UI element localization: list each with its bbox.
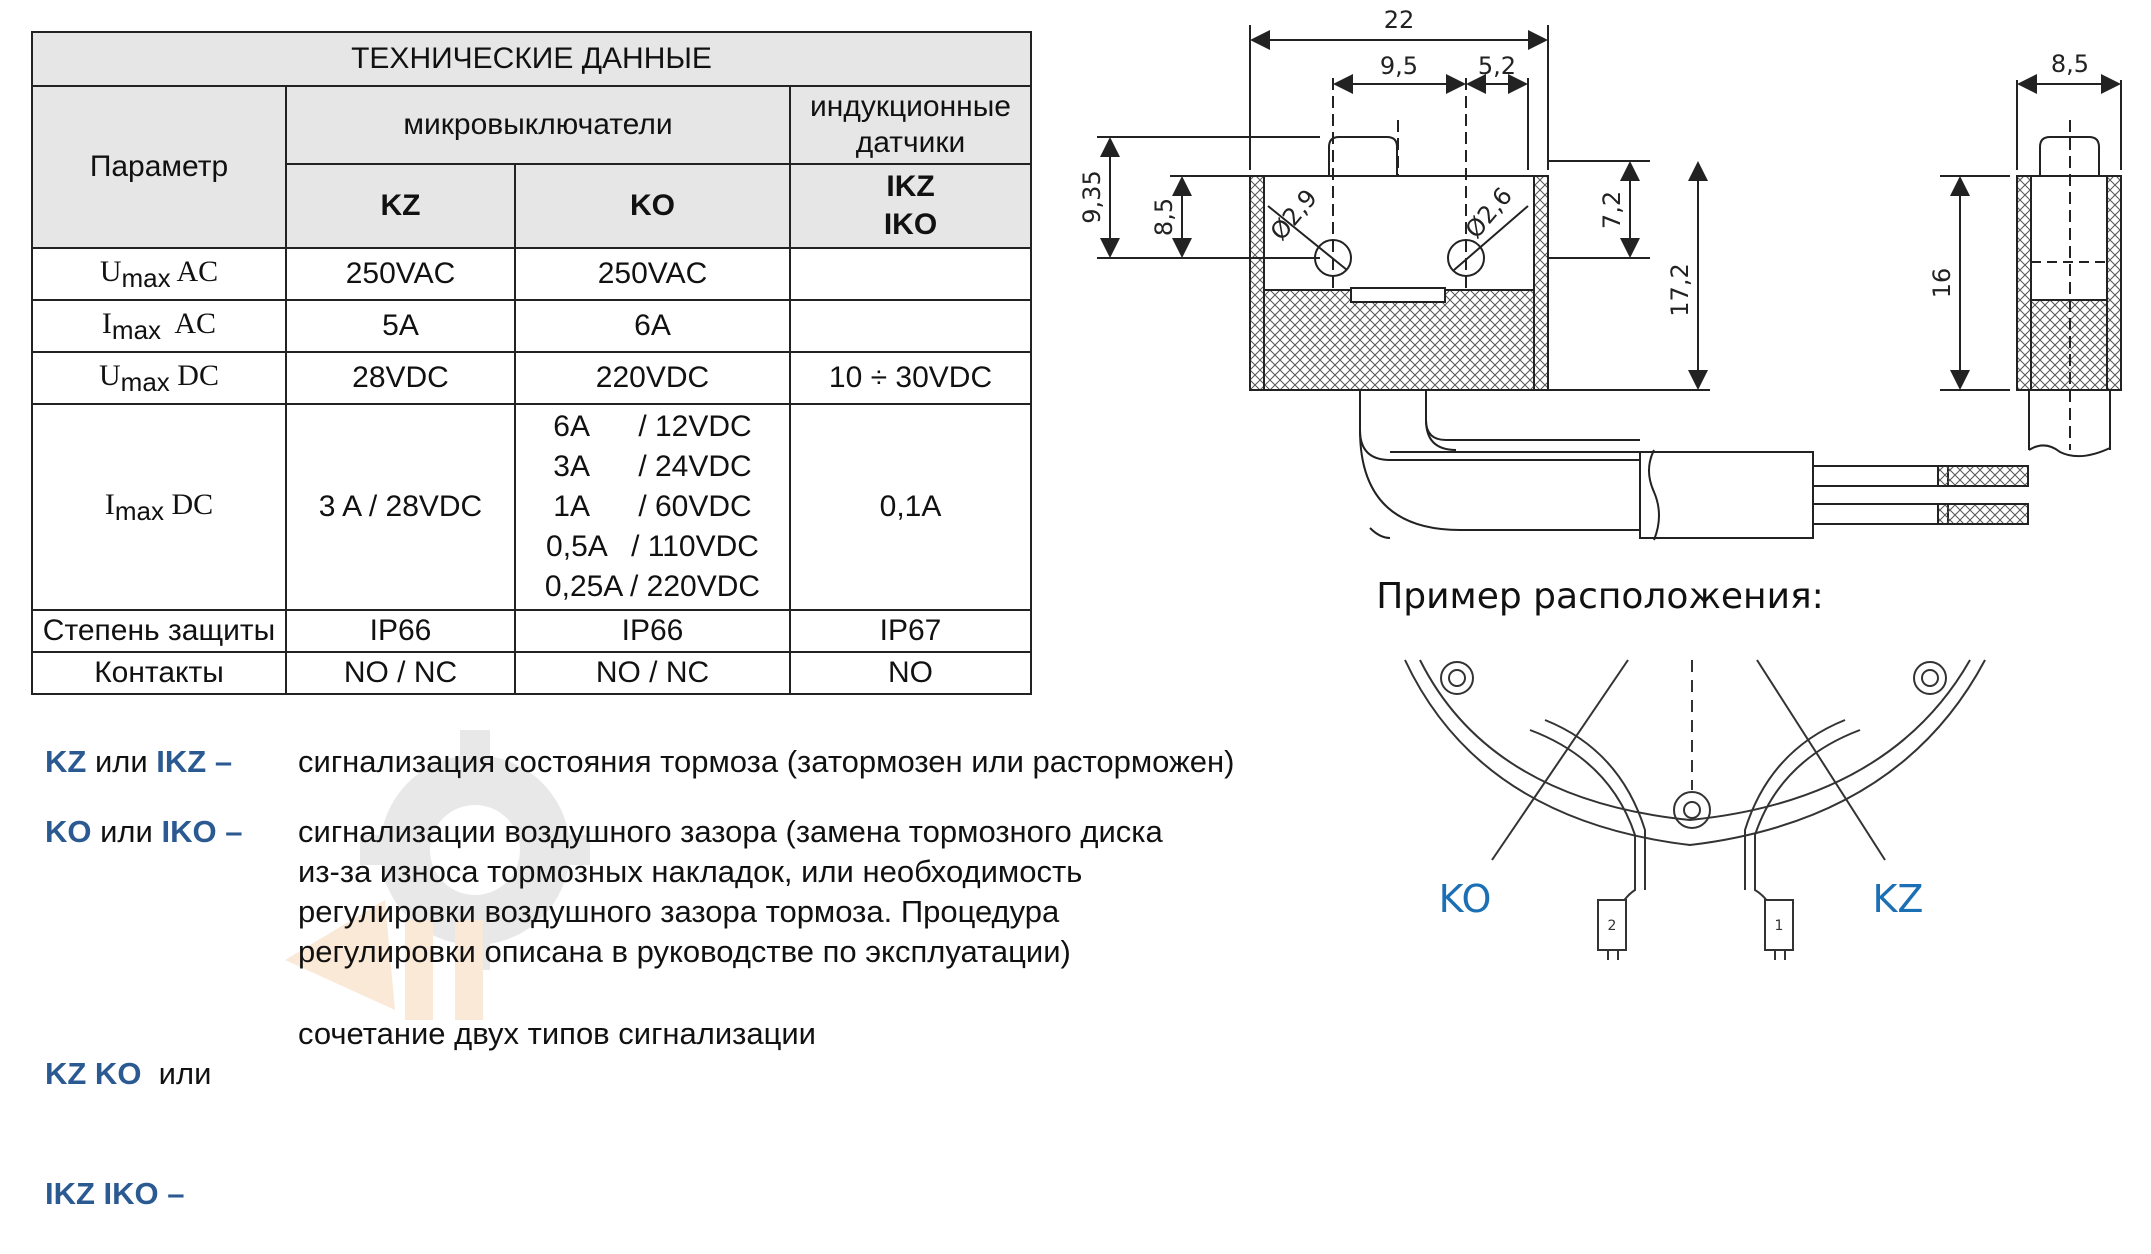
label-kz: KZ (1873, 877, 1924, 921)
dim-9-35: 9,35 (1078, 170, 1106, 223)
tech-data-table: ТЕХНИЧЕСКИЕ ДАННЫЕ Параметр микровыключа… (30, 31, 1033, 695)
col-ikz-iko-header: IKZ IKO (788, 163, 1033, 249)
dim-16: 16 (1928, 268, 1956, 299)
dim-side-8-5: 8,5 (2051, 50, 2089, 78)
legend-ko-keys: KO или IKO – (45, 814, 243, 849)
ko-cell: 220VDC (514, 351, 791, 405)
legend-kz-keys: KZ или IKZ – (45, 744, 233, 779)
wire-label-1: 1 (1775, 918, 1784, 934)
param-cell: Umax DC (31, 351, 287, 405)
kz-cell: NO / NC (285, 651, 516, 695)
table-row: Imax DC 3 A / 28VDC 6A / 12VDC 3A / 24VD… (31, 403, 1033, 611)
wire-label-2: 2 (1608, 918, 1617, 934)
param-cell: Контакты (31, 651, 287, 695)
table-row: Контакты NO / NC NO / NC NO (31, 651, 1033, 695)
ko-cell: 6A (514, 299, 791, 353)
param-cell: Umax AC (31, 247, 287, 301)
param-cell: Imax AC (31, 299, 287, 353)
param-cell: Степень защиты (31, 609, 287, 653)
ind-cell: 0,1A (788, 403, 1033, 611)
kz-cell: 3 A / 28VDC (285, 403, 516, 611)
ko-cell: NO / NC (514, 651, 791, 695)
ko-cell-multiline: 6A / 12VDC 3A / 24VDC 1A / 60VDC 0,5A / … (514, 403, 791, 611)
dim-9-5: 9,5 (1380, 52, 1418, 80)
group-inductive-header: индукционные датчики (788, 85, 1033, 165)
legend-kz-text: сигнализация состояния тормоза (затормоз… (298, 744, 1235, 779)
col-ko-header: KO (514, 163, 791, 249)
param-cell: Imax DC (31, 403, 287, 611)
dim-17-2: 17,2 (1666, 263, 1694, 316)
watermark-logo (285, 730, 590, 1020)
placement-diagram (1404, 659, 1986, 960)
table-row: Imax AC 5A 6A (31, 299, 1033, 353)
example-title: Пример расположения: (1376, 576, 1824, 617)
kz-cell: 5A (285, 299, 516, 353)
kz-cell: IP66 (285, 609, 516, 653)
ko-cell: 250VAC (514, 247, 791, 301)
table-row: Umax DC 28VDC 220VDC 10 ÷ 30VDC (31, 351, 1033, 405)
table-row: Umax AC 250VAC 250VAC (31, 247, 1033, 301)
table-row: Степень защиты IP66 IP66 IP67 (31, 609, 1033, 653)
switch-drawing: 22 9,5 5,2 8,5 9,35 8,5 7,2 17,2 16 Ø2,9… (1078, 6, 2122, 960)
ind-cell (788, 299, 1033, 353)
group-micro-header: микровыключатели (285, 85, 791, 165)
legend-combo-text: сочетание двух типов сигнализации (298, 1016, 816, 1051)
ind-cell: IP67 (788, 609, 1033, 653)
label-ko: KO (1439, 877, 1492, 921)
dim-22: 22 (1384, 6, 1415, 34)
col-kz-header: KZ (285, 163, 516, 249)
table-title: ТЕХНИЧЕСКИЕ ДАННЫЕ (30, 31, 1033, 87)
dim-5-2: 5,2 (1478, 52, 1516, 80)
legend-ko-text: сигнализации воздушного зазора (замена т… (298, 814, 1163, 969)
param-header: Параметр (31, 85, 287, 249)
ind-cell (788, 247, 1033, 301)
kz-cell: 28VDC (285, 351, 516, 405)
kz-cell: 250VAC (285, 247, 516, 301)
ko-cell: IP66 (514, 609, 791, 653)
ind-cell: 10 ÷ 30VDC (788, 351, 1033, 405)
ind-cell: NO (788, 651, 1033, 695)
dim-8-5: 8,5 (1150, 198, 1178, 236)
dim-7-2: 7,2 (1598, 191, 1626, 229)
